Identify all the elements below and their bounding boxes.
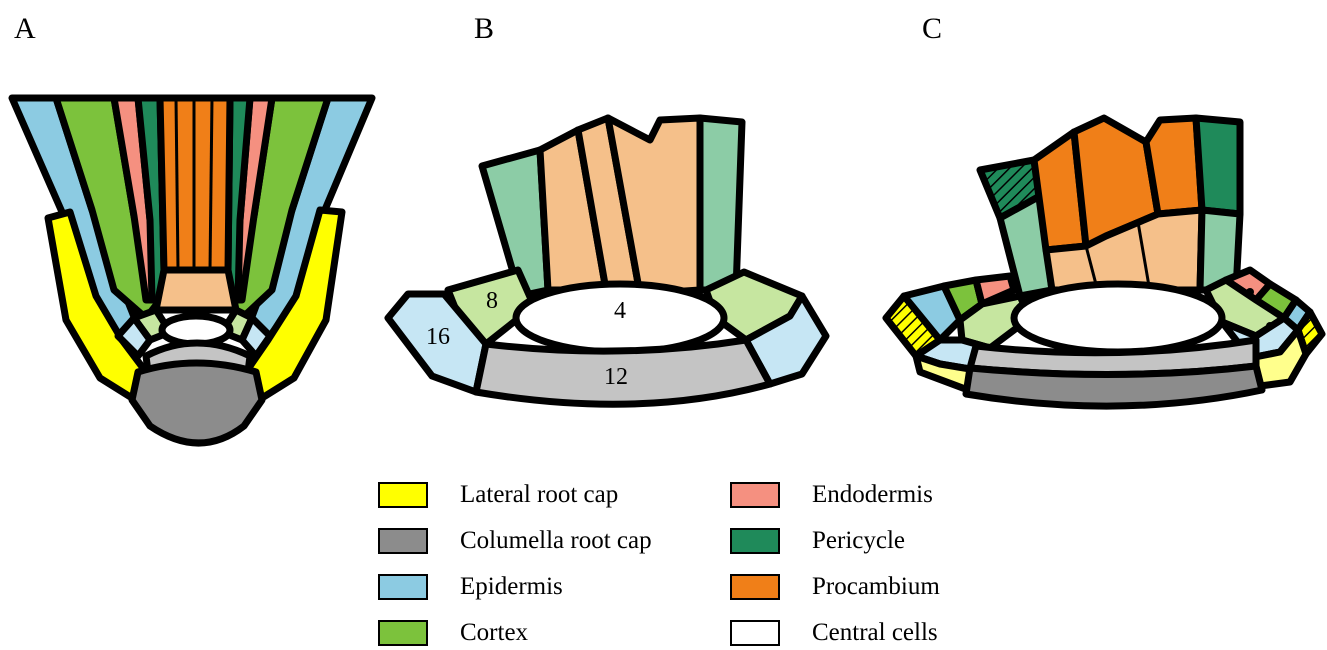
legend-item-central-cells: Central cells bbox=[730, 616, 938, 650]
b-label-16: 16 bbox=[426, 324, 450, 350]
legend-label: Epidermis bbox=[460, 573, 563, 601]
legend-swatch-lateral-root-cap bbox=[378, 482, 428, 508]
a-procambium-initials bbox=[156, 270, 236, 310]
panel-b-initials: 16 8 4 12 bbox=[388, 118, 826, 404]
b-pericycle-right bbox=[700, 118, 742, 290]
legend-item-pericycle: Pericycle bbox=[730, 524, 905, 558]
legend-swatch-pericycle bbox=[730, 528, 780, 554]
c-central-cells bbox=[1014, 284, 1222, 352]
legend-item-epidermis: Epidermis bbox=[378, 570, 563, 604]
legend-item-procambium: Procambium bbox=[730, 570, 940, 604]
b-label-12: 12 bbox=[604, 364, 628, 390]
legend-swatch-central-cells bbox=[730, 620, 780, 646]
panel-c-divided-initials bbox=[886, 118, 1322, 406]
legend-swatch-cortex bbox=[378, 620, 428, 646]
c-pericycle-right-dark bbox=[1196, 118, 1240, 214]
legend-swatch-epidermis bbox=[378, 574, 428, 600]
legend-label: Lateral root cap bbox=[460, 481, 618, 509]
root-tip-diagrams: 16 8 4 12 bbox=[0, 0, 1327, 470]
legend-label: Columella root cap bbox=[460, 527, 652, 555]
legend-swatch-columella-root-cap bbox=[378, 528, 428, 554]
legend-label: Pericycle bbox=[812, 527, 905, 555]
legend-item-cortex: Cortex bbox=[378, 616, 528, 650]
legend-swatch-endodermis bbox=[730, 482, 780, 508]
legend-label: Procambium bbox=[812, 573, 940, 601]
legend-label: Endodermis bbox=[812, 481, 933, 509]
panel-a-root-tip bbox=[12, 98, 372, 443]
legend-label: Central cells bbox=[812, 619, 938, 647]
legend-item-columella-root-cap: Columella root cap bbox=[378, 524, 652, 558]
legend-swatch-procambium bbox=[730, 574, 780, 600]
legend-item-lateral-root-cap: Lateral root cap bbox=[378, 478, 618, 512]
legend-label: Cortex bbox=[460, 619, 528, 647]
legend-item-endodermis: Endodermis bbox=[730, 478, 933, 512]
legend: Lateral root cap Columella root cap Epid… bbox=[378, 478, 998, 648]
a-columella-root-cap bbox=[132, 363, 262, 443]
b-label-4: 4 bbox=[614, 298, 626, 324]
c-columella-dark bbox=[966, 366, 1262, 406]
b-label-8: 8 bbox=[486, 288, 498, 314]
